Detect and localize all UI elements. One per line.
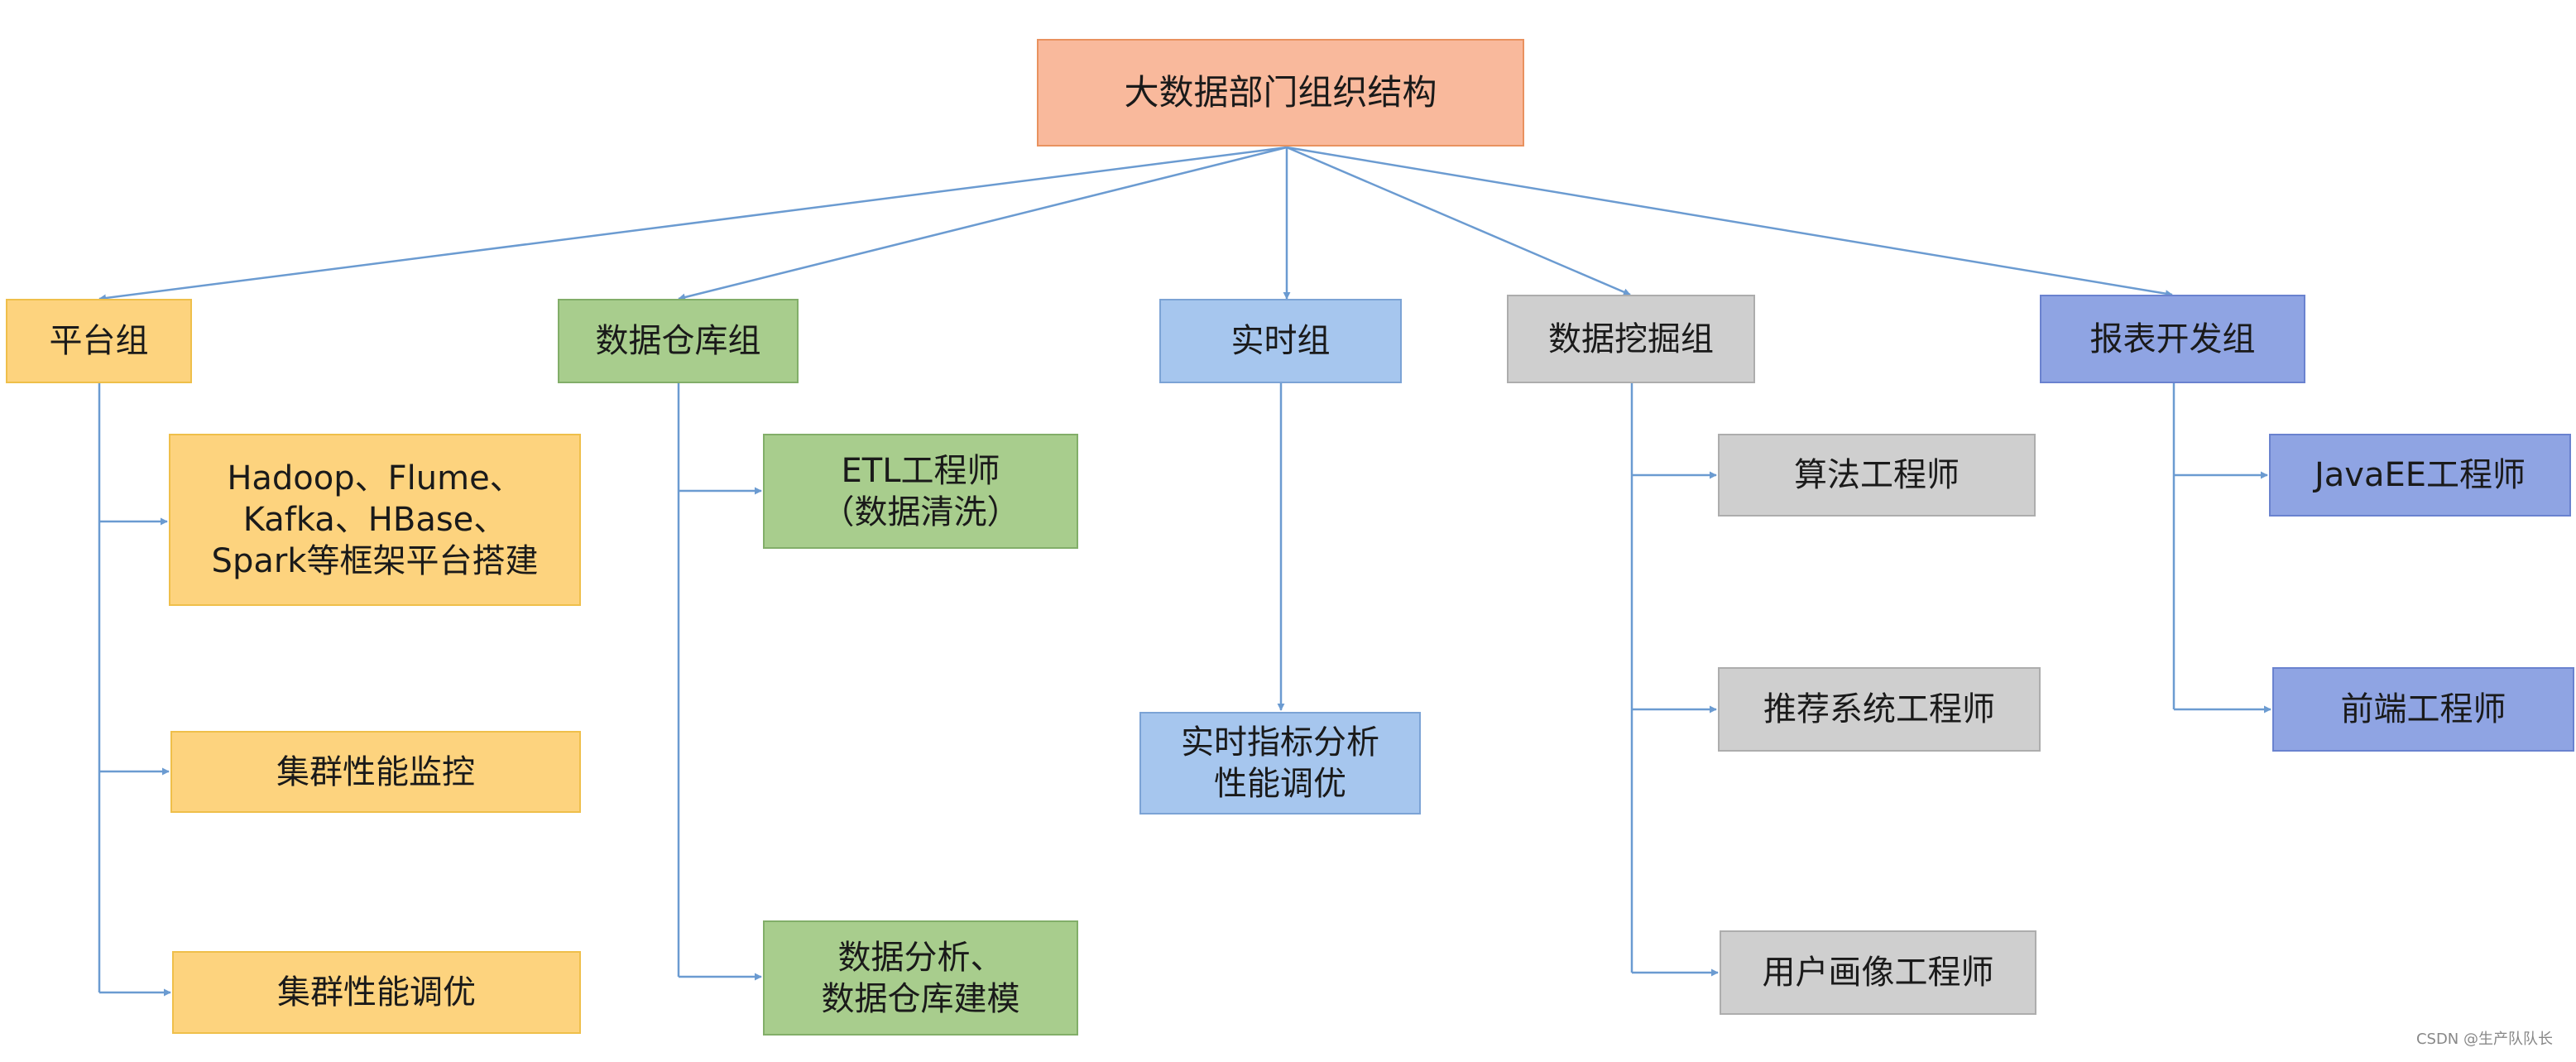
group-mining-label: 数据挖掘组	[1548, 320, 1714, 358]
node-text-line: 数据仓库建模	[821, 979, 1020, 1018]
group-report: 报表开发组	[2040, 295, 2305, 383]
edge-root-platform	[98, 146, 1288, 302]
group-realtime: 实时组	[1159, 299, 1402, 383]
realtime-node-1: 实时指标分析 性能调优	[1139, 712, 1421, 815]
mining-node-2: 推荐系统工程师	[1718, 667, 2041, 752]
node-text-line: 前端工程师	[2340, 690, 2506, 728]
mining-node-1: 算法工程师	[1718, 434, 2036, 517]
group-report-label: 报表开发组	[2089, 320, 2256, 358]
node-text-line: 性能调优	[1214, 765, 1346, 803]
node-text-line: JavaEE工程师	[2314, 456, 2526, 494]
node-text-line: 集群性能调优	[277, 973, 476, 1012]
root-node: 大数据部门组织结构	[1037, 39, 1524, 147]
group-warehouse-label: 数据仓库组	[595, 322, 761, 360]
group-platform: 平台组	[6, 299, 192, 383]
node-text-line: Spark等框架平台搭建	[211, 542, 539, 580]
node-text-line: Hadoop、Flume、	[227, 459, 523, 497]
node-text-line: 实时指标分析	[1181, 723, 1379, 762]
node-text-line: 集群性能监控	[276, 752, 475, 791]
node-text-line: ETL工程师	[841, 451, 1000, 490]
node-text-line: 用户画像工程师	[1762, 954, 1994, 992]
watermark-text: CSDN @生产队队长	[2415, 1031, 2553, 1048]
group-realtime-label: 实时组	[1230, 322, 1331, 360]
edge-root-report	[1286, 146, 2173, 298]
edge-root-mining	[1286, 146, 1631, 296]
edge-root-warehouse	[678, 146, 1288, 301]
mining-node-3: 用户画像工程师	[1720, 930, 2036, 1015]
node-text-line: Kafka、HBase、	[242, 501, 507, 539]
node-text-line: （数据清洗）	[821, 493, 1020, 531]
platform-node-1: Hadoop、Flume、 Kafka、HBase、 Spark等框架平台搭建	[169, 434, 581, 606]
platform-node-2: 集群性能监控	[170, 731, 581, 813]
platform-node-3: 集群性能调优	[172, 951, 581, 1034]
group-platform-label: 平台组	[49, 322, 149, 360]
node-text-line: 推荐系统工程师	[1763, 690, 1995, 728]
warehouse-node-1: ETL工程师 （数据清洗）	[763, 434, 1078, 549]
warehouse-node-2: 数据分析、 数据仓库建模	[763, 920, 1078, 1036]
root-title: 大数据部门组织结构	[1124, 72, 1437, 113]
group-warehouse: 数据仓库组	[558, 299, 799, 383]
report-node-1: JavaEE工程师	[2269, 434, 2571, 517]
report-node-2: 前端工程师	[2272, 667, 2574, 752]
node-text-line: 数据分析、	[837, 938, 1004, 977]
node-text-line: 算法工程师	[1794, 456, 1960, 494]
group-mining: 数据挖掘组	[1507, 295, 1755, 383]
